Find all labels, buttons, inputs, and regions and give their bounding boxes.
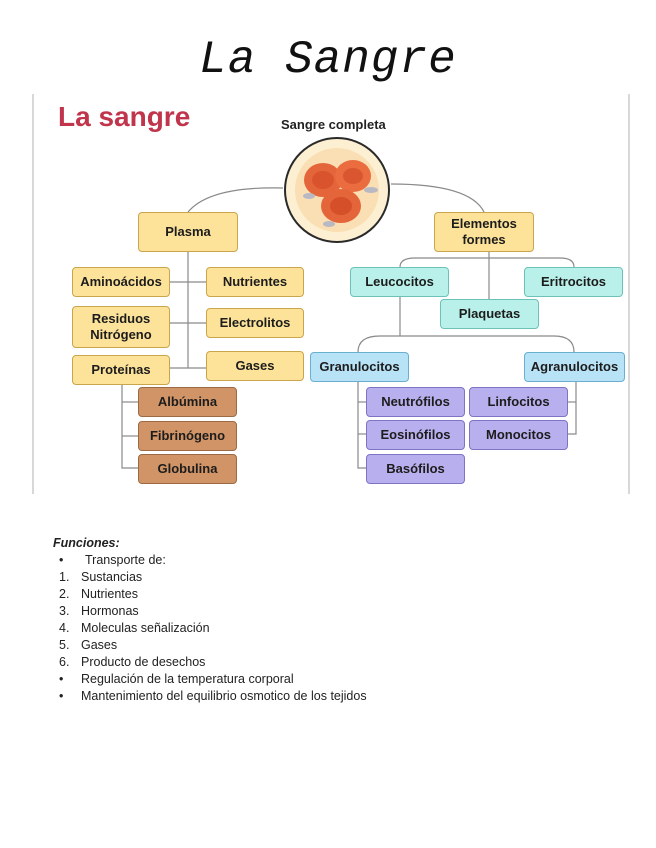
functions-section: Funciones: •Transporte de: 1.Sustancias … (53, 535, 367, 705)
list-item: 5. Gases (53, 637, 367, 654)
nutrients-box: Nutrientes (206, 267, 304, 297)
aminoacids-box: Aminoácidos (72, 267, 170, 297)
list-item: 6. Producto de desechos (53, 654, 367, 671)
list-item: • Regulación de la temperatura corporal (53, 671, 367, 688)
list-marker: 1. (59, 570, 70, 584)
lymphocytes-box: Linfocitos (469, 387, 568, 417)
blood-diagram-frame (32, 94, 630, 494)
platelets-box: Plaquetas (440, 299, 539, 329)
functions-heading: Funciones: (53, 536, 120, 550)
gases-box: Gases (206, 351, 304, 381)
agranulocytes-box: Agranulocitos (524, 352, 625, 382)
basophils-box: Basófilos (366, 454, 465, 484)
list-item-text: Hormonas (81, 604, 139, 618)
list-item: 4. Moleculas señalización (53, 620, 367, 637)
list-marker: 4. (59, 621, 70, 635)
globulin-box: Globulina (138, 454, 237, 484)
list-item: 1. Sustancias (53, 569, 367, 586)
list-item: 2. Nutrientes (53, 586, 367, 603)
list-item-text: Moleculas señalización (81, 621, 210, 635)
list-marker: 6. (59, 655, 70, 669)
albumin-box: Albúmina (138, 387, 237, 417)
list-marker: • (59, 672, 64, 686)
list-item-text: Regulación de la temperatura corporal (81, 672, 294, 686)
eosinophils-box: Eosinófilos (366, 420, 465, 450)
list-item-text: Transporte de: (85, 553, 166, 567)
list-item: • Transporte de: (53, 552, 367, 569)
granulocytes-box: Granulocitos (310, 352, 409, 382)
leukocytes-box: Leucocitos (350, 267, 449, 297)
diagram-title: La sangre (58, 101, 191, 132)
whole-blood-label: Sangre completa (281, 117, 386, 132)
list-item-text: Gases (81, 638, 118, 652)
list-item: 3. Hormonas (53, 603, 367, 620)
list-marker: • (59, 689, 64, 703)
list-marker: 5. (59, 638, 70, 652)
list-item-text: Nutrientes (81, 587, 138, 601)
list-marker: 2. (59, 587, 70, 601)
proteins-box: Proteínas (72, 355, 170, 385)
list-item: • Mantenimiento del equilibrio osmotico d… (53, 688, 367, 705)
red-blood-cells-illustration (284, 137, 390, 243)
list-marker: 3. (59, 604, 70, 618)
list-item-text: Mantenimiento del equilibrio osmotico de… (81, 689, 367, 703)
monocytes-box: Monocitos (469, 420, 568, 450)
neutrophils-box: Neutrófilos (366, 387, 465, 417)
nitrogen-waste-box: Residuos Nitrógeno (72, 306, 170, 348)
list-item-text: Sustancias (81, 570, 143, 584)
erythrocytes-box: Eritrocitos (524, 267, 623, 297)
formed-elements-box: Elementos formes (434, 212, 534, 252)
list-item-text: Producto de desechos (81, 655, 206, 669)
page-title: La Sangre (199, 34, 457, 86)
plasma-box: Plasma (138, 212, 238, 252)
electrolytes-box: Electrolitos (206, 308, 304, 338)
fibrinogen-box: Fibrinógeno (138, 421, 237, 451)
list-marker: • (59, 553, 64, 567)
